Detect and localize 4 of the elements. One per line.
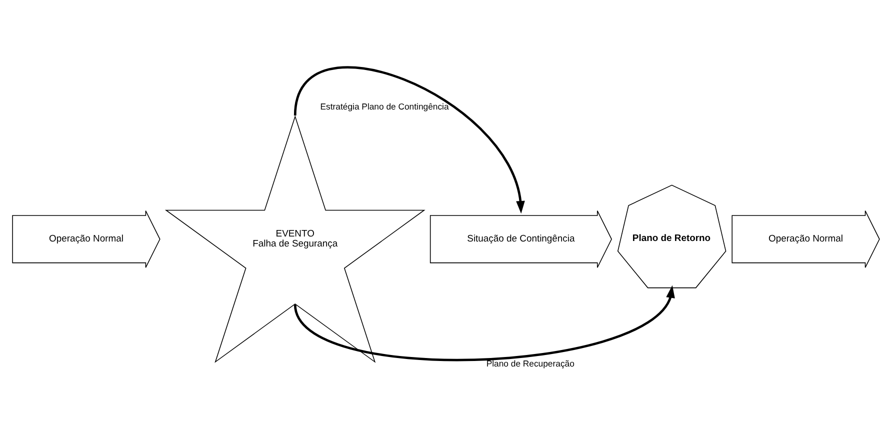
- edge-label: Estratégia Plano de Contingência: [320, 102, 449, 112]
- edge-label: Plano de Recuperação: [486, 358, 574, 368]
- arrow: [294, 66, 525, 214]
- arrow: [294, 285, 675, 361]
